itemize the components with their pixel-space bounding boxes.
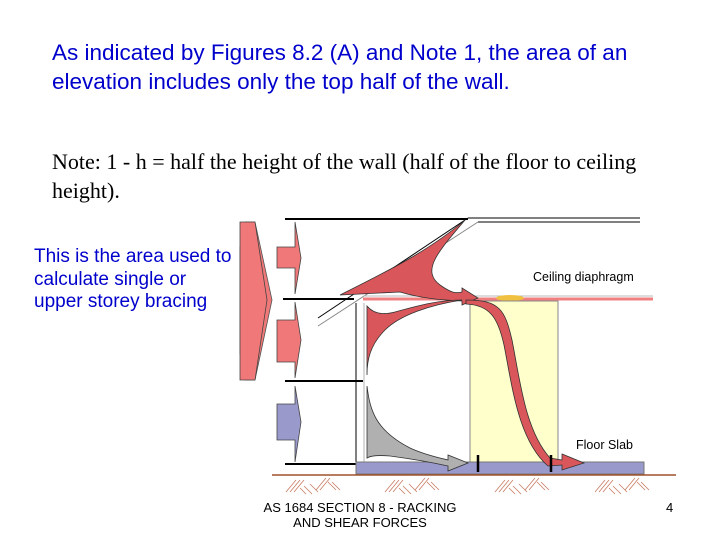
slide-footer: AS 1684 SECTION 8 - RACKING AND SHEAR FO… [240,500,480,530]
floor-slab [355,461,645,475]
page-number: 4 [666,500,674,515]
side-caption: This is the area used to calculate singl… [34,246,232,312]
lower-wall-force-icon [366,385,470,472]
wind-arrow-upper-icon [276,221,302,295]
wind-arrow-middle-icon [276,301,302,379]
wall-shear-force-arrow-icon [465,299,586,471]
footer-line-1: AS 1684 SECTION 8 - RACKING [263,500,457,515]
upper-wall-force-icon [366,299,463,376]
roof-force-arrow-icon [339,219,479,306]
slide-heading: As indicated by Figures 8.2 (A) and Note… [52,40,628,94]
wind-arrow-lower-blue-icon [276,385,302,463]
ground-hatching [285,477,650,495]
floor-slab-label: Floor Slab [576,438,633,452]
footer-line-2: AND SHEAR FORCES [293,515,427,530]
ceiling-diaphragm-label: Ceiling diaphragm [533,270,634,284]
slide-note: Note: 1 - h = half the height of the wal… [52,149,637,203]
